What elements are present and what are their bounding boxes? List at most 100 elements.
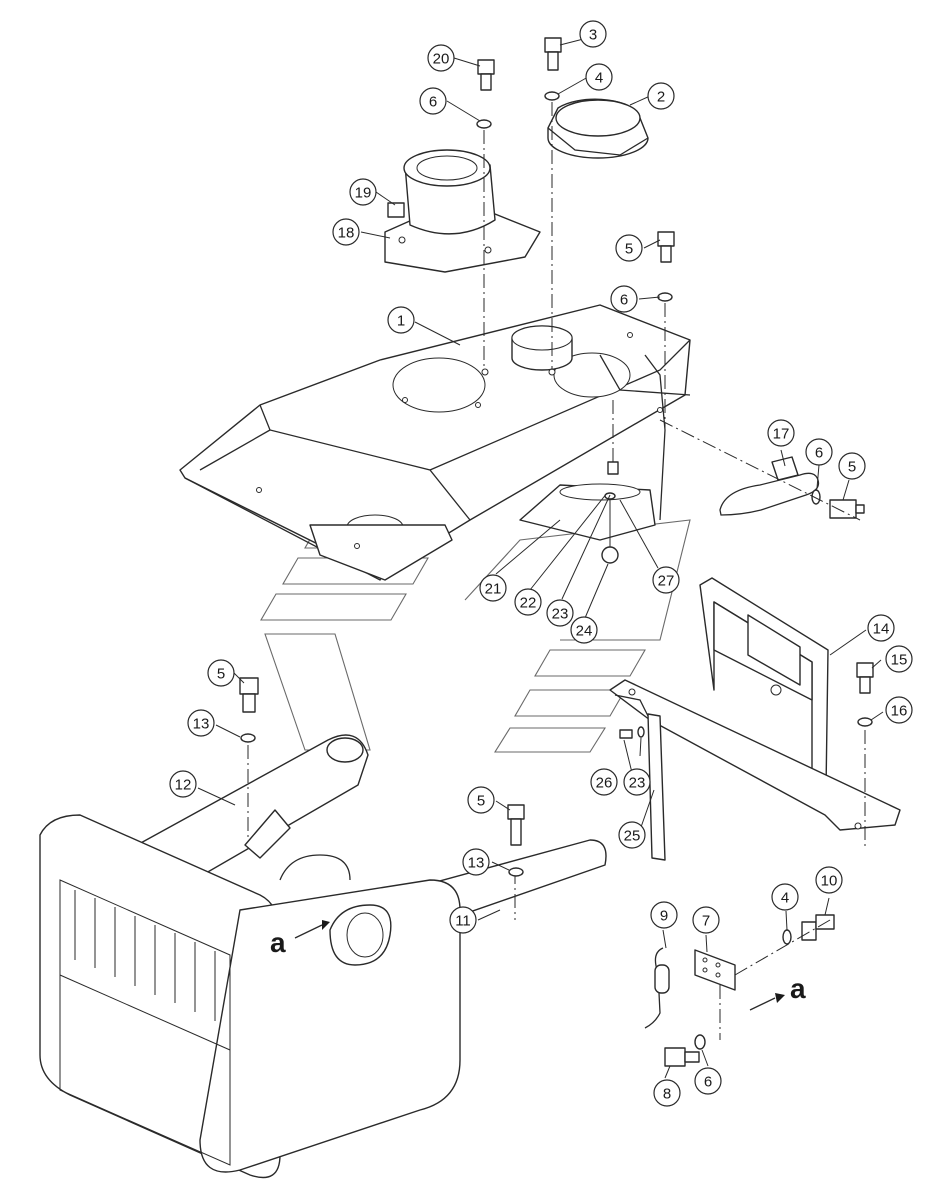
callout-6: 6 <box>419 87 447 115</box>
callout-12: 12 <box>169 770 197 798</box>
callout-circle <box>462 848 490 876</box>
callout-23: 23 <box>623 768 651 796</box>
callout-circle <box>419 87 447 115</box>
callout-26: 26 <box>590 768 618 796</box>
callout-circle <box>387 306 415 334</box>
callout-17: 17 <box>767 419 795 447</box>
callout-number: 15 <box>891 652 908 669</box>
callout-circle <box>427 44 455 72</box>
callout-number: 6 <box>815 445 823 462</box>
callout-5: 5 <box>838 452 866 480</box>
callout-8: 8 <box>653 1079 681 1107</box>
callout-number: 1 <box>397 313 405 330</box>
callout-number: 6 <box>704 1074 712 1091</box>
callout-circle <box>885 696 913 724</box>
callout-circle <box>885 645 913 673</box>
callout-circle <box>623 768 651 796</box>
callout-circle <box>579 20 607 48</box>
callout-number: 5 <box>477 793 485 810</box>
callout-11: 11 <box>449 906 477 934</box>
radiator-grille-slats <box>74 890 216 1021</box>
callout-number: 5 <box>625 241 633 258</box>
callout-1: 1 <box>387 306 415 334</box>
callout-circle <box>615 234 643 262</box>
callout-number: 13 <box>468 855 485 872</box>
callout-number: 17 <box>773 426 790 443</box>
callout-5: 5 <box>615 234 643 262</box>
callout-circle <box>169 770 197 798</box>
bolt-washer-15-16 <box>856 662 874 727</box>
callout-20: 20 <box>427 44 455 72</box>
callout-number: 4 <box>781 890 789 907</box>
callout-circle <box>570 616 598 644</box>
callout-number: 23 <box>629 775 646 792</box>
callout-circle <box>867 614 895 642</box>
callout-circle <box>815 866 843 894</box>
radiator-housing-part <box>39 814 461 1179</box>
callout-circle <box>467 786 495 814</box>
callout-circle <box>618 821 646 849</box>
callout-number: 7 <box>702 913 710 930</box>
callout-21: 21 <box>479 574 507 602</box>
callout-number: 20 <box>433 51 450 68</box>
callout-number: 5 <box>217 666 225 683</box>
callout-number: 6 <box>429 94 437 111</box>
callout-7: 7 <box>692 906 720 934</box>
callout-number: 16 <box>891 703 908 720</box>
callout-24: 24 <box>570 616 598 644</box>
callout-number: 22 <box>520 595 537 612</box>
detail-a-assembly <box>644 914 835 1067</box>
callout-circle <box>585 63 613 91</box>
callout-27: 27 <box>652 566 680 594</box>
frame-panel-part <box>609 577 901 850</box>
callout-circle <box>692 906 720 934</box>
round-cap-part <box>547 98 649 159</box>
callout-number: 23 <box>552 606 569 623</box>
callout-13: 13 <box>187 709 215 737</box>
callout-circle <box>838 452 866 480</box>
callout-circle <box>694 1067 722 1095</box>
callout-number: 18 <box>338 225 355 242</box>
grommet-assembly <box>601 400 619 564</box>
view-a-marker-right: a <box>749 973 806 1011</box>
callout-4: 4 <box>585 63 613 91</box>
callout-circle <box>610 285 638 313</box>
callout-number: 19 <box>355 185 372 202</box>
callout-circle <box>650 901 678 929</box>
callout-circle <box>349 178 377 206</box>
callout-number: 4 <box>595 70 603 87</box>
callout-circle <box>805 438 833 466</box>
strap-part <box>619 713 666 861</box>
callout-circle <box>514 588 542 616</box>
callout-19: 19 <box>349 178 377 206</box>
callout-number: 14 <box>873 621 890 638</box>
callout-number: 5 <box>848 459 856 476</box>
hook-bracket-part <box>659 419 865 521</box>
callout-circle <box>207 659 235 687</box>
callout-18: 18 <box>332 218 360 246</box>
callout-number: 8 <box>663 1086 671 1103</box>
callout-9: 9 <box>650 901 678 929</box>
callout-3: 3 <box>579 20 607 48</box>
callout-number: 9 <box>660 908 668 925</box>
callout-circle <box>546 599 574 627</box>
callout-number: 10 <box>821 873 838 890</box>
callout-number: 6 <box>620 292 628 309</box>
callout-circle <box>652 566 680 594</box>
callout-circle <box>771 883 799 911</box>
callout-10: 10 <box>815 866 843 894</box>
callout-5: 5 <box>467 786 495 814</box>
callout-14: 14 <box>867 614 895 642</box>
callout-number: 27 <box>658 573 675 590</box>
callout-25: 25 <box>618 821 646 849</box>
callout-circle <box>187 709 215 737</box>
callout-number: 13 <box>193 716 210 733</box>
callout-number: 3 <box>589 27 597 44</box>
callout-16: 16 <box>885 696 913 724</box>
callout-circle <box>590 768 618 796</box>
callout-number: 24 <box>576 623 593 640</box>
view-a-marker-left: a <box>270 920 330 958</box>
callout-number: 2 <box>657 89 665 106</box>
callout-6: 6 <box>694 1067 722 1095</box>
